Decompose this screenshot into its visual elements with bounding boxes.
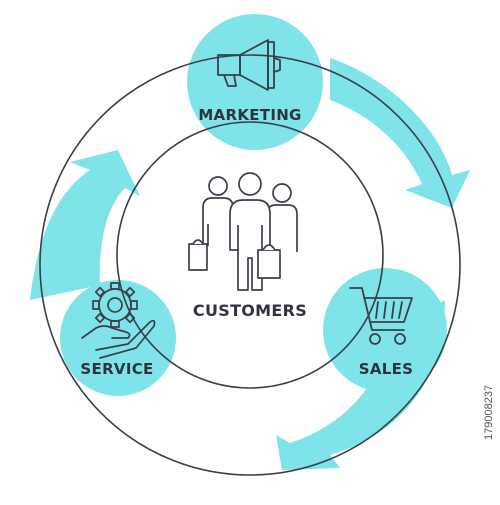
megaphone-icon	[217, 39, 281, 91]
gear-hand-icon	[81, 282, 156, 359]
marketing-label: MARKETING	[198, 106, 301, 124]
shopping-cart-icon	[349, 287, 413, 345]
left-arrow-band	[30, 150, 140, 300]
marketing-blob	[187, 14, 323, 150]
customers-label: CUSTOMERS	[193, 301, 307, 320]
inner-ring	[116, 121, 384, 389]
customers-group-icon	[188, 172, 298, 291]
sales-label: SALES	[359, 360, 414, 378]
outer-ring	[39, 54, 461, 476]
stock-id-text: 179008237	[483, 385, 495, 440]
right-arrow-band	[330, 58, 470, 208]
service-label: SERVICE	[80, 360, 153, 378]
